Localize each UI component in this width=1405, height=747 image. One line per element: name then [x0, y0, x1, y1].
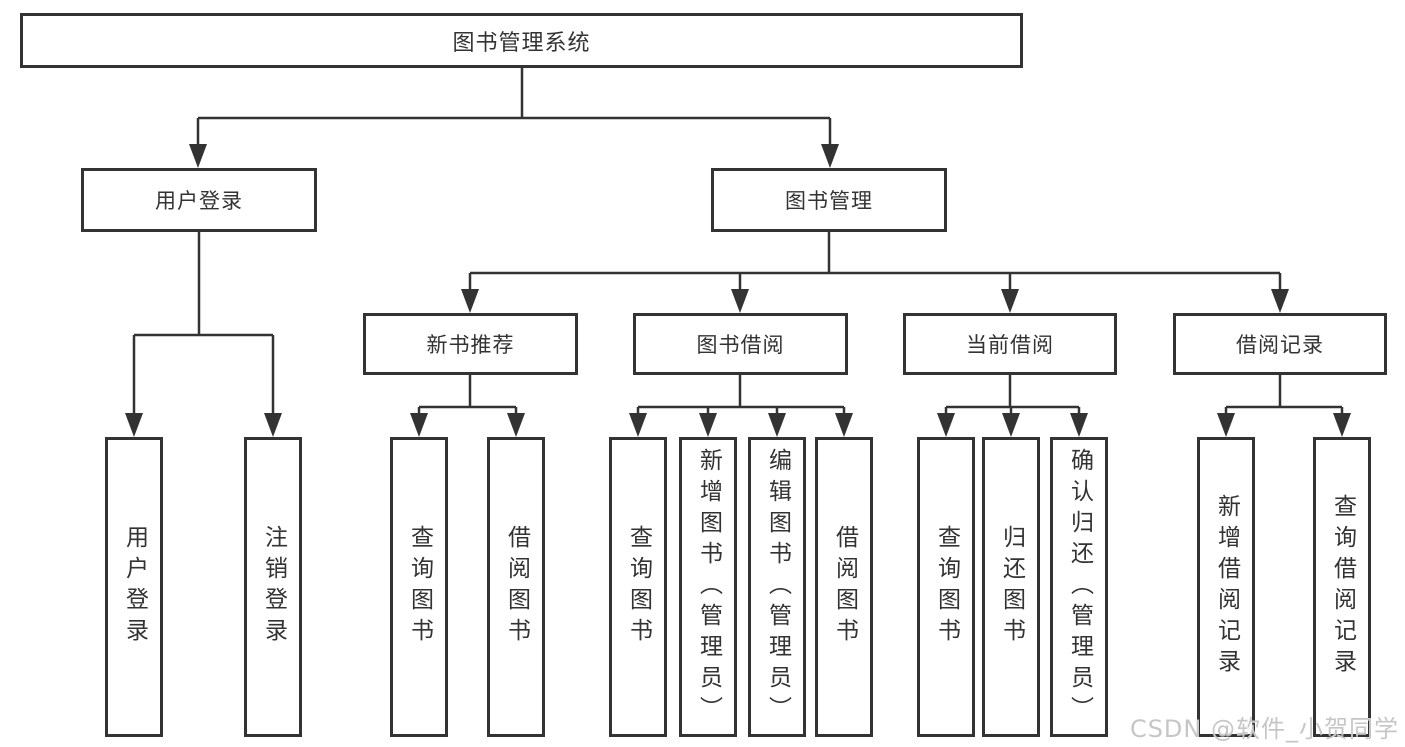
leaf-current-confirm-return-admin: 确认归还（管理员）	[1050, 437, 1108, 737]
node-book-borrow: 图书借阅	[633, 313, 848, 375]
leaf-current-return-books: 归还图书	[982, 437, 1040, 737]
leaf-borrow-edit-books-admin-label: 编辑图书（管理员）	[764, 447, 791, 727]
leaf-current-query-books-label: 查询图书	[933, 525, 960, 649]
leaf-current-return-books-label: 归还图书	[998, 525, 1025, 649]
node-book-management: 图书管理	[711, 168, 947, 232]
leaf-borrow-add-books-admin: 新增图书（管理员）	[679, 437, 737, 737]
leaf-current-confirm-return-admin-label: 确认归还（管理员）	[1066, 447, 1093, 727]
leaf-borrow-borrow-books-label: 借阅图书	[831, 525, 858, 649]
leaf-logout: 注销登录	[244, 437, 302, 737]
leaf-newbooks-borrow-books: 借阅图书	[487, 437, 545, 737]
leaf-borrow-query-books-label: 查询图书	[625, 525, 652, 649]
leaf-user-login-label: 用户登录	[121, 525, 148, 649]
leaf-borrow-query-books: 查询图书	[609, 437, 667, 737]
leaf-newbooks-query-books-label: 查询图书	[406, 525, 433, 649]
node-new-book-recommend: 新书推荐	[363, 313, 578, 375]
leaf-logout-label: 注销登录	[260, 525, 287, 649]
csdn-watermark: CSDN @软件_小贺同学	[1129, 715, 1399, 743]
leaf-records-query-record-label: 查询借阅记录	[1329, 494, 1356, 680]
leaf-records-add-record: 新增借阅记录	[1197, 437, 1255, 737]
node-user-login: 用户登录	[81, 168, 317, 232]
leaf-borrow-borrow-books: 借阅图书	[815, 437, 873, 737]
leaf-records-add-record-label: 新增借阅记录	[1213, 494, 1240, 680]
leaf-borrow-edit-books-admin: 编辑图书（管理员）	[748, 437, 806, 737]
node-root: 图书管理系统	[20, 13, 1023, 68]
leaf-newbooks-borrow-books-label: 借阅图书	[503, 525, 530, 649]
leaf-records-query-record: 查询借阅记录	[1313, 437, 1371, 737]
node-current-borrow: 当前借阅	[903, 313, 1117, 375]
leaf-newbooks-query-books: 查询图书	[390, 437, 448, 737]
leaf-borrow-add-books-admin-label: 新增图书（管理员）	[695, 447, 722, 727]
leaf-current-query-books: 查询图书	[917, 437, 975, 737]
node-borrow-records: 借阅记录	[1173, 313, 1387, 375]
leaf-user-login: 用户登录	[105, 437, 163, 737]
